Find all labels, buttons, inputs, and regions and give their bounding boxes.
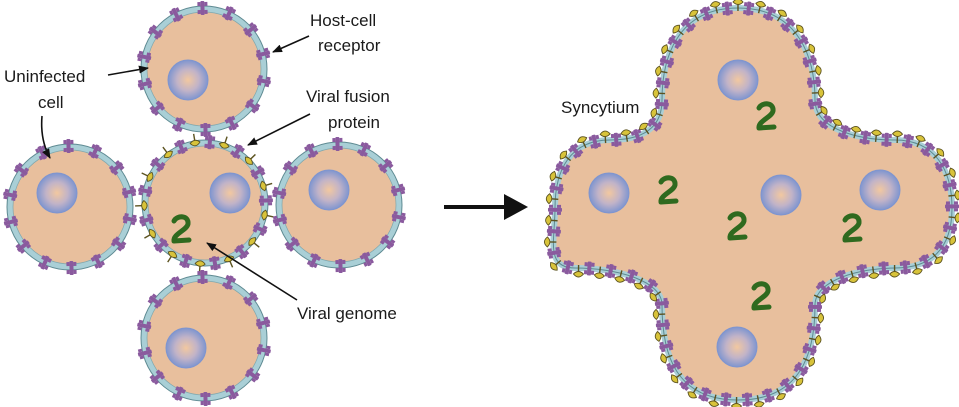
nucleus-icon [716,326,758,368]
nucleus-icon [859,169,901,211]
fusion-protein-icon [134,199,149,212]
infected-cell-center [134,132,276,274]
label-host-cell-receptor-2: receptor [318,36,381,55]
uninfected-cell-top [136,0,272,138]
uninfected-cell-left [2,138,138,276]
uninfected-cell-right [271,136,407,274]
label-pointers [40,35,311,301]
nucleus-icon [717,59,759,101]
label-uninfected-cell-2: cell [38,93,64,112]
pointer-host-cell-receptor [272,35,310,53]
fusion-arrow-head [504,194,528,220]
pointer-viral-fusion-protein [247,113,311,146]
label-viral-fusion-protein-1: Viral fusion [306,87,390,106]
nucleus-icon [165,327,207,369]
label-viral-genome: Viral genome [297,304,397,323]
nucleus-icon [308,169,350,211]
cell-cluster-before-fusion [2,0,407,407]
pointer-viral-genome [206,242,298,301]
pointer-uninfected-cell-a [107,65,149,76]
label-uninfected-cell-1: Uninfected [4,67,86,86]
pointer-uninfected-cell-b [40,115,51,159]
label-host-cell-receptor-1: Host-cell [310,11,377,30]
nucleus-icon [209,172,251,214]
nucleus-icon [760,174,802,216]
label-viral-fusion-protein-2: protein [328,113,380,132]
cell-membrane [141,275,267,401]
label-syncytium: Syncytium [561,98,640,117]
nucleus-icon [588,172,630,214]
nucleus-icon [167,59,209,101]
nucleus-icon [36,172,78,214]
uninfected-cell-bottom [136,269,272,407]
syncytium-cell [543,0,959,407]
